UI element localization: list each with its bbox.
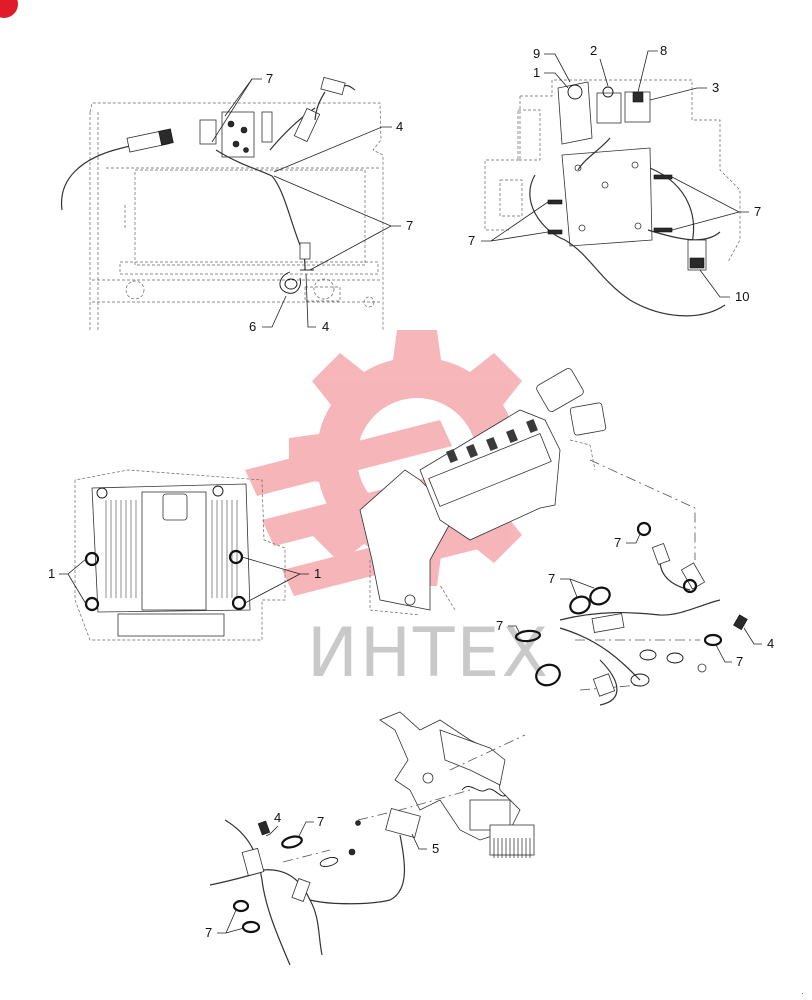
view-bottom-pedal: 4 7 5 7	[205, 711, 535, 966]
callout-tr-9: 9	[533, 46, 540, 61]
callout-tl-4a: 4	[396, 119, 403, 134]
callout-ml-1b: 1	[314, 566, 321, 581]
callout-tl-6: 6	[249, 319, 256, 334]
callout-tr-10: 10	[735, 289, 749, 304]
callout-tl-7a: 7	[266, 71, 273, 86]
callout-tr-2: 2	[590, 43, 597, 58]
callout-tl-4b: 4	[322, 319, 329, 334]
callout-mr-4: 4	[767, 636, 774, 651]
svg-text:·: ·	[801, 988, 804, 998]
watermark-text: ИНТЕХ	[307, 614, 550, 693]
view-top-right-module: 9 1 2 8 3 7 7 10	[468, 43, 761, 317]
callout-ml-1a: 1	[48, 566, 55, 581]
callout-b-7a: 7	[317, 814, 324, 829]
callout-b-4: 4	[274, 810, 281, 825]
callout-mr-7d: 7	[736, 654, 743, 669]
callout-tr-8: 8	[660, 43, 667, 58]
corner-marker-icon	[0, 0, 18, 18]
callout-mr-7c: 7	[496, 618, 503, 633]
view-middle-right-harness: 7 7 7 4 7	[359, 368, 774, 706]
callout-b-7b: 7	[205, 925, 212, 940]
callout-mr-7b: 7	[548, 571, 555, 586]
callout-b-5: 5	[432, 841, 439, 856]
callout-tr-1: 1	[533, 65, 540, 80]
callout-tr-7a: 7	[468, 233, 475, 248]
callout-tl-7b: 7	[406, 218, 413, 233]
view-top-left-panel: 7 4 7 6 4	[60, 71, 413, 334]
callout-tr-7b: 7	[754, 204, 761, 219]
callout-tr-3: 3	[712, 80, 719, 95]
callout-mr-7a: 7	[614, 535, 621, 550]
view-middle-left-ecu: 1 1	[48, 469, 321, 641]
